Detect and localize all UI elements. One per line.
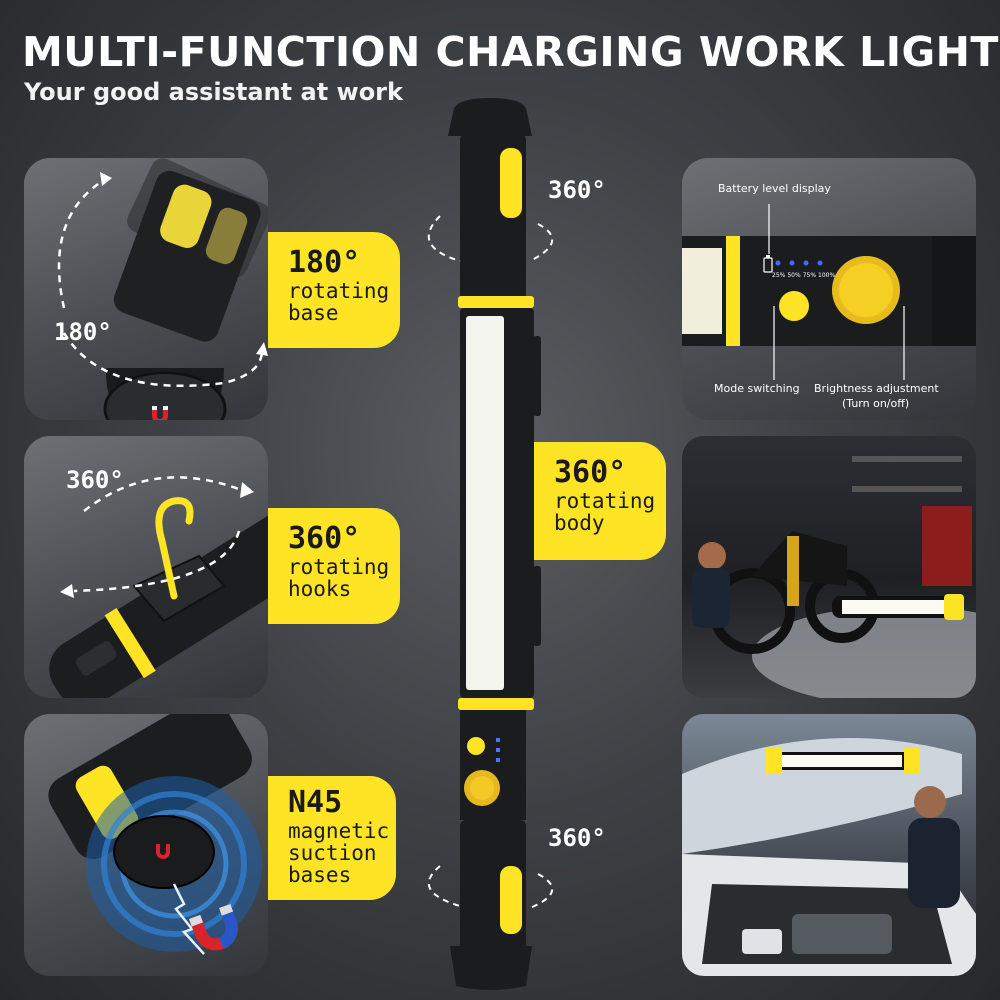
battery-level-50: 50%	[787, 272, 801, 279]
rotate-arrow-icon	[57, 178, 105, 309]
control-panel-illustration	[682, 204, 976, 380]
rotate-arrow-icon	[83, 476, 245, 512]
magnet-feature-panel	[24, 714, 268, 976]
battery-levels: 25% 50% 75% 100%	[772, 272, 835, 279]
garage-motorcycle-photo	[682, 436, 976, 698]
rotating-hook-illustration	[49, 476, 268, 698]
magnet-line3: bases	[288, 863, 352, 887]
car-engine-photo	[682, 714, 976, 976]
body-angle-text: 360°	[554, 455, 627, 490]
magnet-line2: suction	[288, 841, 377, 865]
hook-feature-panel: 360°	[24, 436, 268, 698]
brightness-label: Brightness adjustment	[814, 382, 939, 395]
hook-line1: rotating	[288, 555, 390, 579]
horseshoe-magnet-icon	[189, 903, 238, 951]
page-subtitle: Your good assistant at work	[24, 78, 403, 106]
page-title: MULTI-FUNCTION CHARGING WORK LIGHT	[22, 28, 999, 76]
hook-angle-label: 360°	[66, 466, 124, 494]
mode-switch-button	[467, 737, 485, 755]
battery-level-label: Battery level display	[718, 182, 831, 195]
base-line2: base	[288, 301, 339, 325]
brightness-sub-label: (Turn on/off)	[842, 397, 910, 410]
hook-icon	[155, 497, 194, 600]
battery-level-75: 75%	[802, 272, 817, 279]
base-feature-panel: 180°	[24, 158, 268, 420]
mode-switch-button	[779, 291, 809, 321]
hook-line2: hooks	[288, 577, 352, 601]
battery-level-100: 100%	[818, 272, 836, 279]
body-feature-tag: 360° rotating body	[534, 442, 666, 560]
control-panel-detail: Battery level display 25% 50% 75% 100% M…	[682, 158, 976, 420]
light-bottom-angle-label: 360°	[548, 824, 606, 852]
magnet-feature-tag: N45 magnetic suction bases	[268, 776, 396, 900]
base-feature-tag: 180° rotating base	[268, 232, 400, 348]
mode-switch-label: Mode switching	[714, 382, 800, 395]
magnet-icon	[152, 406, 168, 420]
hook-angle-text: 360°	[288, 521, 361, 556]
work-light-product	[427, 98, 554, 990]
hook-feature-tag: 360° rotating hooks	[268, 508, 400, 624]
base-angle-label: 180°	[54, 318, 112, 346]
rotating-base-illustration	[57, 158, 268, 420]
body-line1: rotating	[554, 489, 656, 513]
base-angle-text: 180°	[288, 245, 361, 280]
magnet-grade-text: N45	[288, 785, 343, 820]
light-top-angle-label: 360°	[548, 176, 606, 204]
magnetic-base-illustration	[48, 714, 262, 955]
base-line1: rotating	[288, 279, 390, 303]
battery-icon	[763, 255, 773, 273]
battery-level-25: 25%	[772, 272, 786, 279]
body-line2: body	[554, 511, 605, 535]
magnet-line1: magnetic	[288, 819, 390, 843]
magnet-icon	[156, 844, 170, 859]
